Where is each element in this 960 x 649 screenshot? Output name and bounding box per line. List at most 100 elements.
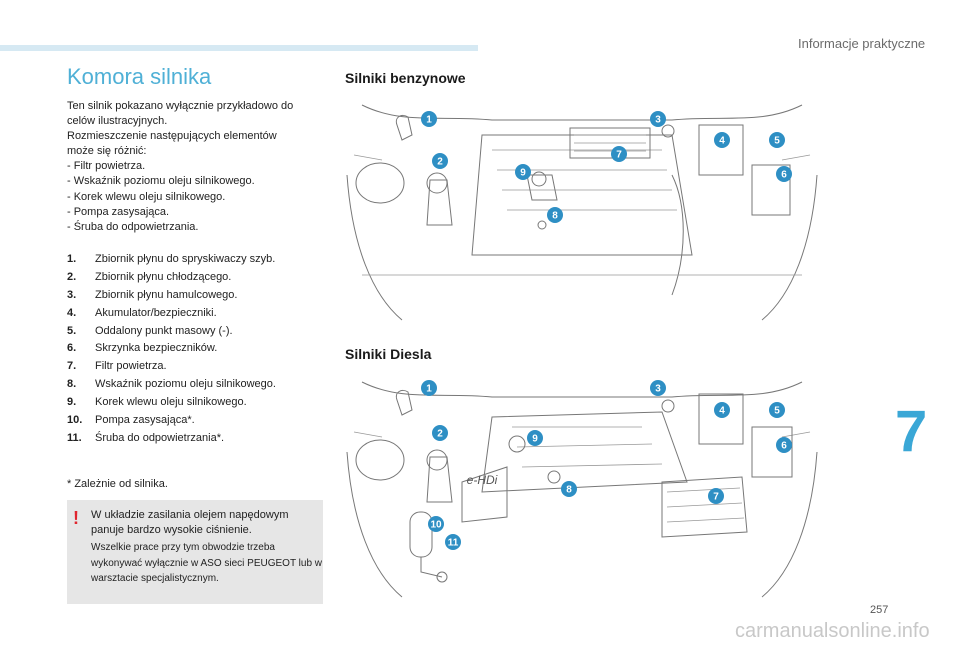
item-number: 4.: [67, 306, 77, 319]
svg-text:1: 1: [426, 384, 432, 395]
item-number: 6.: [67, 342, 77, 355]
item-number: 1.: [67, 253, 77, 265]
svg-text:5: 5: [774, 136, 780, 147]
item-number: 5.: [67, 324, 77, 337]
ehdi-badge: e-HDi: [467, 473, 498, 487]
intro-line: Ten silnik pokazano wyłącznie przykładow…: [67, 100, 294, 112]
svg-text:2: 2: [437, 429, 443, 440]
intro-line: celów ilustracyjnych.: [67, 115, 168, 128]
svg-text:4: 4: [719, 136, 725, 147]
svg-text:8: 8: [552, 211, 558, 222]
callout-6: 6: [776, 437, 792, 453]
list-item: 7. Filtr powietrza.: [67, 360, 337, 378]
svg-text:6: 6: [781, 441, 787, 452]
intro-line: - Filtr powietrza.: [67, 160, 146, 173]
svg-text:2: 2: [437, 157, 443, 168]
item-number: 2.: [67, 270, 77, 283]
intro-text: Ten silnik pokazano wyłącznie przykładow…: [67, 99, 329, 235]
callout-5: 5: [769, 402, 785, 418]
list-item: 6. Skrzynka bezpieczników.: [67, 342, 337, 360]
intro-line: - Korek wlewu oleju silnikowego.: [67, 190, 226, 203]
svg-text:3: 3: [655, 384, 661, 395]
item-text: Zbiornik płynu hamulcowego.: [95, 288, 238, 301]
svg-text:9: 9: [520, 168, 526, 179]
list-item: 1. Zbiornik płynu do spryskiwaczy szyb.: [67, 253, 337, 271]
item-number: 3.: [67, 288, 77, 301]
svg-text:9: 9: [532, 434, 538, 445]
item-number: 7.: [67, 360, 77, 373]
svg-text:8: 8: [566, 485, 572, 496]
diesel-heading: Silniki Diesla: [345, 346, 432, 362]
list-item: 11. Śruba do odpowietrzania*.: [67, 432, 337, 450]
callout-1: 1: [421, 380, 437, 396]
chapter-number: 7: [895, 399, 928, 464]
callout-3: 3: [650, 111, 666, 127]
list-item: 2. Zbiornik płynu chłodzącego.: [67, 271, 337, 289]
callout-7: 7: [708, 488, 724, 504]
callout-4: 4: [714, 132, 730, 148]
list-item: 4. Akumulator/bezpieczniki.: [67, 307, 337, 325]
svg-text:4: 4: [719, 406, 725, 417]
item-text: Zbiornik płynu do spryskiwaczy szyb.: [95, 253, 276, 265]
page-title: Komora silnika: [67, 64, 212, 89]
intro-line: Rozmieszczenie następujących elementów: [67, 130, 277, 143]
item-number: 8.: [67, 378, 77, 391]
svg-text:11: 11: [448, 538, 459, 549]
intro-line: może się różnić:: [67, 145, 147, 158]
item-number: 11.: [67, 431, 82, 444]
item-text: Oddalony punkt masowy (-).: [95, 324, 233, 337]
callout-2: 2: [432, 425, 448, 441]
item-number: 10.: [67, 414, 83, 427]
item-text: Korek wlewu oleju silnikowego.: [95, 396, 247, 409]
item-text: Skrzynka bezpieczników.: [95, 342, 218, 355]
diesel-engine-diagram: e-HDi 1 2 3 4 5 6 7 8 9 10 11: [346, 380, 818, 598]
petrol-heading: Silniki benzynowe: [345, 70, 466, 86]
svg-text:3: 3: [655, 115, 661, 126]
svg-text:5: 5: [774, 406, 780, 417]
list-item: 8. Wskaźnik poziomu oleju silnikowego.: [67, 378, 337, 396]
callout-5: 5: [769, 132, 785, 148]
callout-9: 9: [527, 430, 543, 446]
intro-line: - Wskaźnik poziomu oleju silnikowego.: [67, 175, 255, 188]
callout-8: 8: [561, 481, 577, 497]
svg-text:7: 7: [713, 492, 719, 503]
warning-box: ! W układzie zasilania olejem napędowym …: [67, 500, 323, 604]
page-number: 257: [870, 604, 889, 616]
svg-text:1: 1: [426, 115, 432, 126]
callout-3: 3: [650, 380, 666, 396]
svg-text:10: 10: [430, 520, 442, 531]
footnote: * Zależnie od silnika.: [67, 478, 168, 490]
callout-4: 4: [714, 402, 730, 418]
item-text: Śruba do odpowietrzania*.: [95, 431, 225, 444]
svg-text:6: 6: [781, 170, 787, 181]
intro-line: - Śruba do odpowietrzania.: [67, 220, 199, 233]
list-item: 9. Korek wlewu oleju silnikowego.: [67, 396, 337, 414]
item-text: Pompa zasysająca*.: [95, 414, 195, 427]
item-text: Zbiornik płynu chłodzącego.: [95, 270, 232, 283]
warning-main-text: W układzie zasilania olejem napędowym pa…: [91, 509, 289, 536]
watermark: carmanualsonline.info: [735, 620, 930, 642]
petrol-engine-diagram: 1 2 3 4 5 6 7 8 9: [346, 104, 818, 321]
callout-9: 9: [515, 164, 531, 180]
callout-1: 1: [421, 111, 437, 127]
list-item: 5. Oddalony punkt masowy (-).: [67, 325, 337, 343]
component-list: 1. Zbiornik płynu do spryskiwaczy szyb. 2…: [67, 253, 337, 450]
intro-line: - Pompa zasysająca.: [67, 205, 170, 218]
item-text: Wskaźnik poziomu oleju silnikowego.: [95, 378, 276, 391]
section-title: Informacje praktyczne: [798, 36, 926, 51]
callout-7: 7: [611, 146, 627, 162]
callout-11: 11: [445, 534, 461, 550]
callout-6: 6: [776, 166, 792, 182]
header-bar: [0, 45, 478, 51]
list-item: 3. Zbiornik płynu hamulcowego.: [67, 289, 337, 307]
warning-icon: !: [73, 508, 79, 528]
item-text: Filtr powietrza.: [95, 360, 167, 373]
callout-10: 10: [428, 516, 444, 532]
callout-8: 8: [547, 207, 563, 223]
list-item: 10. Pompa zasysająca*.: [67, 414, 337, 432]
warning-sub-text: Wszelkie prace przy tym obwodzie trzeba …: [91, 542, 323, 584]
callout-2: 2: [432, 153, 448, 169]
svg-text:7: 7: [616, 150, 622, 161]
item-number: 9.: [67, 396, 77, 409]
item-text: Akumulator/bezpieczniki.: [95, 306, 217, 319]
